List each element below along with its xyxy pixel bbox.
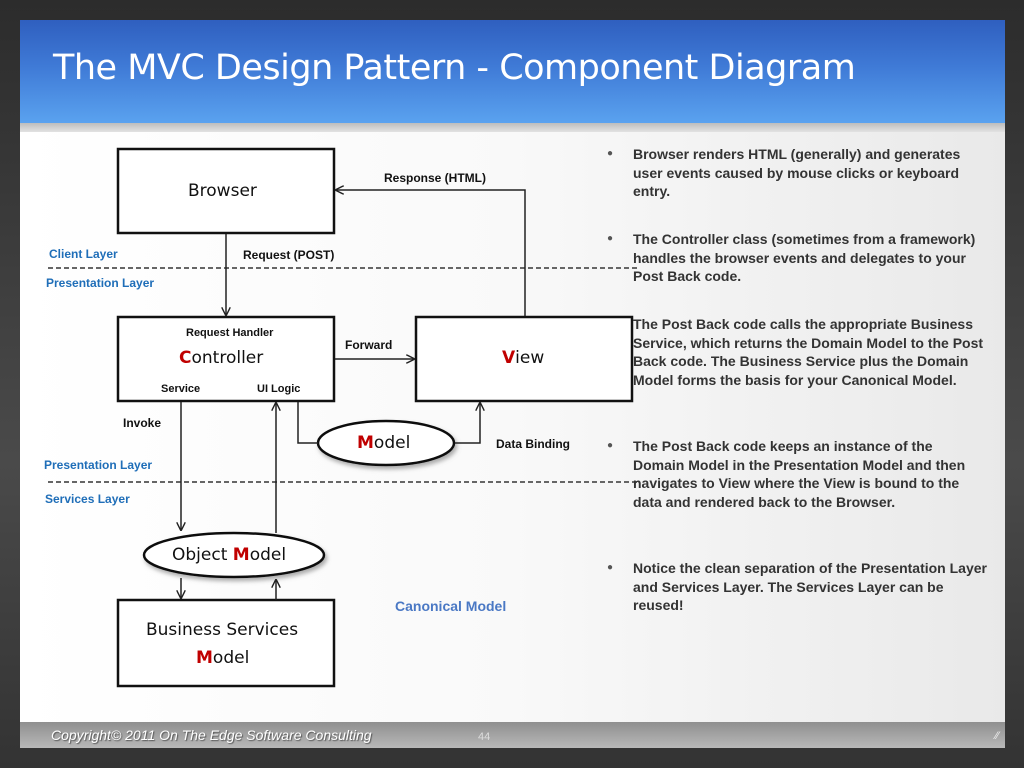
model-to-controller-line bbox=[297, 402, 318, 444]
canonical-model-label: Canonical Model bbox=[395, 598, 507, 614]
bullet-text: Browser renders HTML (generally) and gen… bbox=[633, 146, 961, 199]
bullet-text: Notice the clean separation of the Prese… bbox=[633, 560, 987, 613]
title-divider bbox=[20, 123, 1005, 132]
bullet-text: The Post Back code calls the appropriate… bbox=[633, 316, 984, 388]
object-model-rest: odel bbox=[249, 545, 287, 565]
forward-label: Forward bbox=[345, 338, 393, 352]
model-initial: M bbox=[357, 433, 374, 453]
copyright-text: Copyright© 2011 On The Edge Software Con… bbox=[51, 727, 372, 743]
bullet-dot-icon: ● bbox=[607, 233, 614, 244]
presentation-layer-bottom-label: Presentation Layer bbox=[44, 458, 153, 472]
services-layer-label: Services Layer bbox=[45, 492, 130, 506]
view-box bbox=[414, 315, 634, 403]
business-model-rest: odel bbox=[212, 648, 250, 668]
object-model-prefix: Object bbox=[172, 545, 233, 565]
browser-label: Browser bbox=[188, 181, 257, 201]
object-model-initial: M bbox=[232, 545, 250, 565]
model-label: Model bbox=[357, 433, 410, 453]
controller-initial: C bbox=[179, 348, 192, 368]
presentation-layer-top-label: Presentation Layer bbox=[46, 276, 155, 290]
data-binding-label: Data Binding bbox=[496, 437, 570, 451]
page-number: 44 bbox=[478, 731, 491, 743]
business-services-box bbox=[116, 598, 336, 688]
ui-logic-label: UI Logic bbox=[257, 383, 301, 395]
service-label: Service bbox=[161, 383, 201, 395]
response-arrow bbox=[336, 190, 526, 316]
business-model-initial: M bbox=[196, 648, 213, 668]
resize-grip-icon: ⁄⁄ bbox=[995, 730, 999, 742]
controller-box bbox=[116, 315, 336, 403]
view-initial: V bbox=[502, 348, 516, 368]
slide-title: The MVC Design Pattern - Component Diagr… bbox=[53, 48, 856, 88]
data-binding-arrow bbox=[455, 403, 480, 444]
bullet-text: The Controller class (sometimes from a f… bbox=[633, 231, 976, 284]
controller-rest: ontroller bbox=[191, 348, 264, 368]
object-model-ellipse bbox=[142, 531, 326, 579]
bullet-text: The Post Back code keeps an instance of … bbox=[633, 438, 966, 510]
view-label: View bbox=[502, 348, 544, 368]
browser-box bbox=[116, 147, 336, 235]
model-rest: odel bbox=[373, 433, 411, 453]
request-handler-label: Request Handler bbox=[186, 327, 274, 339]
bullet-dot-icon: ● bbox=[607, 148, 614, 159]
invoke-label: Invoke bbox=[123, 416, 162, 430]
bullet-dot-icon: ● bbox=[607, 440, 614, 451]
object-model-label: Object Model bbox=[172, 545, 286, 565]
client-layer-label: Client Layer bbox=[49, 247, 118, 261]
title-bar: The MVC Design Pattern - Component Diagr… bbox=[20, 20, 1005, 123]
request-label: Request (POST) bbox=[243, 248, 335, 262]
view-rest: iew bbox=[515, 348, 545, 368]
slide-footer: Copyright© 2011 On The Edge Software Con… bbox=[20, 722, 1005, 748]
business-services-line1: Business Services bbox=[146, 620, 299, 640]
business-services-line2: Model bbox=[196, 648, 249, 668]
response-label: Response (HTML) bbox=[384, 171, 486, 185]
bullet-dot-icon: ● bbox=[607, 562, 614, 573]
controller-label: Controller bbox=[179, 348, 263, 368]
